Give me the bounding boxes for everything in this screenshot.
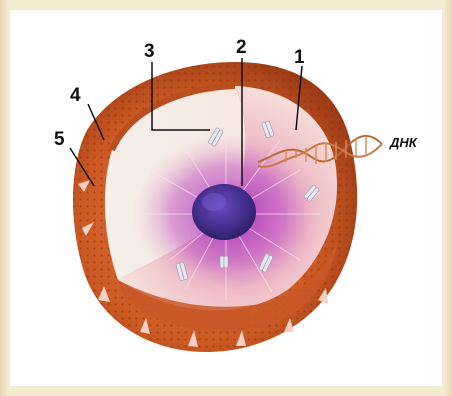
label-2: 2	[236, 38, 247, 57]
nucleus	[192, 184, 256, 240]
label-3: 3	[144, 42, 155, 61]
label-5: 5	[54, 130, 65, 149]
label-4: 4	[70, 86, 81, 105]
chromosome	[220, 256, 228, 268]
label-dna: ДНК	[390, 136, 417, 149]
label-1: 1	[294, 48, 305, 67]
